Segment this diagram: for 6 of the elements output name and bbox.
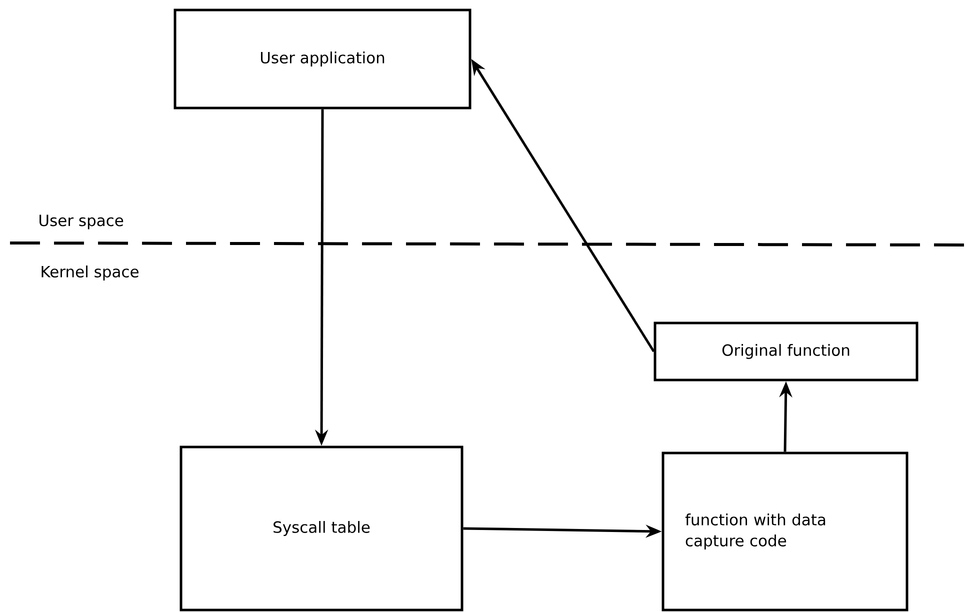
- region-label: Kernel space: [42, 266, 138, 280]
- process-box: User application: [174, 8, 472, 110]
- process-box: Original function: [654, 322, 918, 382]
- process-box: Syscall table: [180, 446, 464, 612]
- region-label: User space: [40, 214, 124, 230]
- process-box: function with data capture code: [662, 452, 908, 612]
